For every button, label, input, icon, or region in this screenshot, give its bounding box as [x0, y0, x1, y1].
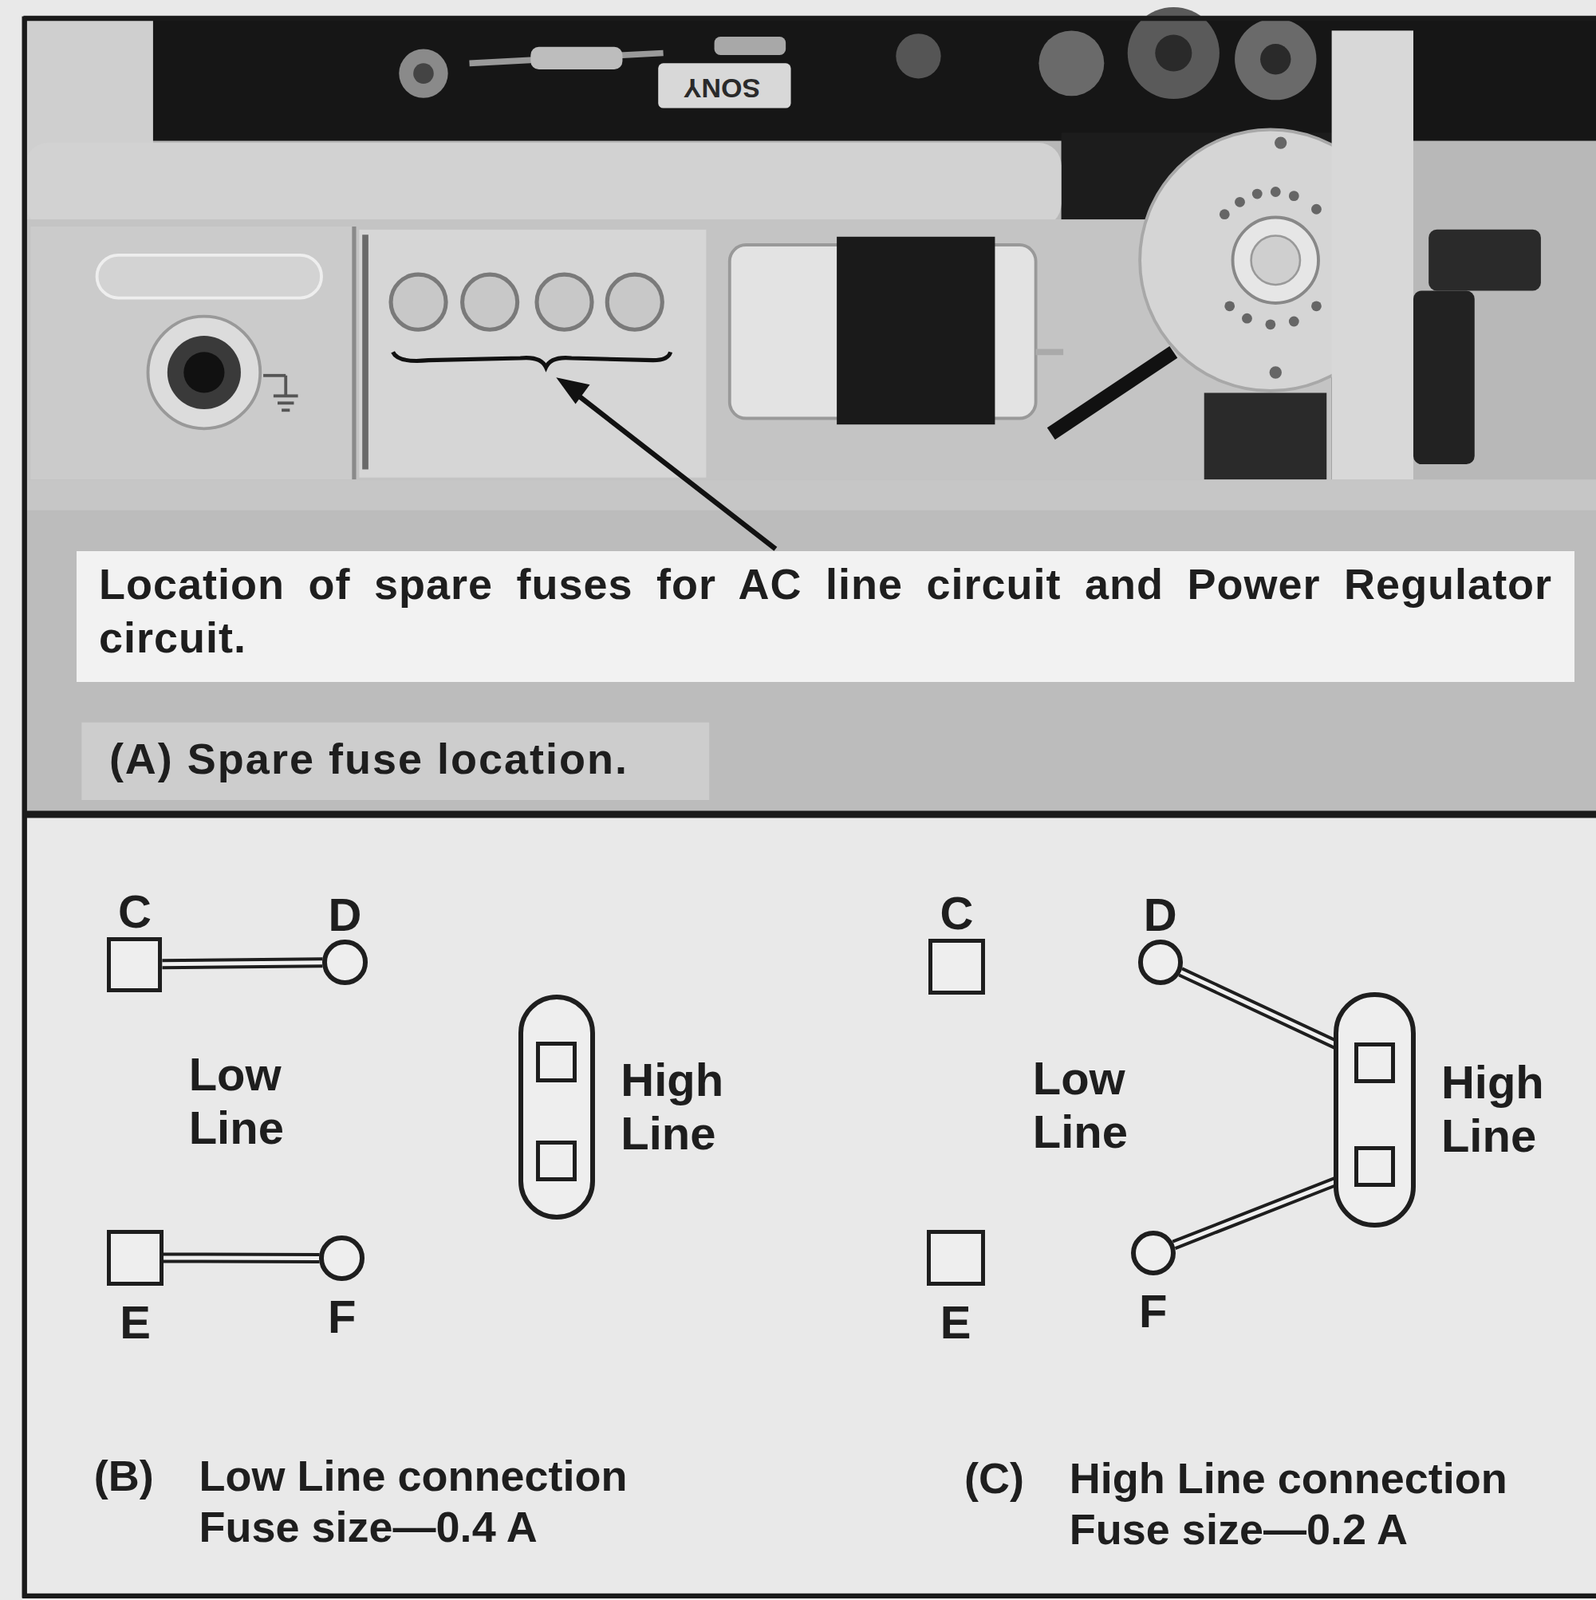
capacitor	[729, 236, 1064, 425]
terminal-letter: D	[327, 891, 362, 938]
brand-name: SONY	[682, 71, 760, 103]
terminal-letter: F	[1138, 1288, 1167, 1335]
board-components	[398, 7, 1317, 100]
high-line-strip: High Line	[518, 994, 596, 1219]
panel-caption: (A) Spare fuse location.	[109, 733, 629, 784]
fuse-holder	[358, 229, 706, 478]
callout-text: Location of spare fuses for AC line circ…	[98, 557, 1553, 665]
terminal-square	[535, 1140, 577, 1182]
panel-letter: (C)	[964, 1453, 1025, 1503]
ground-symbol	[263, 375, 299, 410]
fuse-size: Fuse size—0.2 A	[1069, 1504, 1408, 1554]
terminal-letter: D	[1143, 891, 1178, 938]
terminal: E	[106, 1229, 163, 1286]
line-label: High Line	[1441, 1056, 1545, 1163]
chassis-plate	[25, 142, 1062, 227]
terminal-square	[535, 1041, 577, 1083]
jumper-core	[163, 1255, 320, 1260]
brand-plate	[658, 63, 791, 108]
jumper-core	[1174, 1174, 1355, 1246]
jumper-outline	[161, 962, 323, 965]
terminal: C	[106, 937, 162, 993]
low-line-label: Low Line	[1032, 1052, 1128, 1159]
caption-band	[81, 722, 710, 800]
panel-face	[25, 219, 1332, 483]
terminal: D	[322, 939, 367, 985]
terminal-square	[1354, 1146, 1396, 1187]
caption-title: High Line connection	[1069, 1453, 1508, 1503]
caption-title: Low Line connection	[198, 1450, 627, 1501]
terminal-letter: E	[940, 1299, 972, 1346]
panel-face	[30, 226, 352, 480]
panel-letter: (B)	[94, 1450, 154, 1501]
jumper-outline	[1180, 971, 1355, 1053]
high-line-strip: High Line	[1333, 992, 1415, 1229]
photo-ground	[25, 20, 1596, 814]
callout-box: Location of spare fuses for AC line circ…	[76, 551, 1575, 682]
jumper-core	[161, 962, 323, 965]
terminal-letter: F	[327, 1293, 356, 1340]
label-plate	[97, 255, 322, 299]
photo-ground	[25, 479, 1596, 813]
jumper-outline	[163, 1252, 320, 1263]
jumper-wire	[161, 962, 323, 965]
photo-ground	[25, 479, 1596, 510]
fuse-brace	[393, 351, 671, 367]
fuse-size: Fuse size—0.4 A	[198, 1501, 537, 1552]
terminal: E	[926, 1229, 986, 1286]
terminal: F	[319, 1235, 364, 1281]
frame	[22, 15, 1596, 1598]
terminal: F	[1130, 1230, 1176, 1276]
spare-fuses	[390, 274, 663, 330]
knob	[1428, 229, 1541, 292]
side-bracket	[1331, 30, 1414, 521]
leader-arrow	[555, 377, 776, 549]
holder-clip	[362, 234, 369, 469]
terminal-letter: C	[118, 888, 152, 935]
terminal: D	[1138, 939, 1183, 985]
terminal: C	[928, 938, 985, 995]
terminal-square	[1354, 1042, 1396, 1084]
terminal-letter: C	[939, 890, 974, 937]
jumper-core	[1180, 971, 1355, 1053]
jumper-wire	[1174, 1174, 1355, 1246]
panel-edge	[351, 226, 356, 480]
knob	[1413, 291, 1475, 465]
wire	[1051, 351, 1175, 434]
line-label: High Line	[620, 1053, 724, 1160]
terminal-letter: E	[119, 1299, 151, 1346]
ground-jack	[148, 316, 261, 430]
jumper-wire	[1180, 971, 1355, 1053]
jumper-wire	[163, 1257, 320, 1258]
low-line-label: Low Line	[189, 1048, 284, 1155]
jumper-outline	[1174, 1174, 1355, 1246]
